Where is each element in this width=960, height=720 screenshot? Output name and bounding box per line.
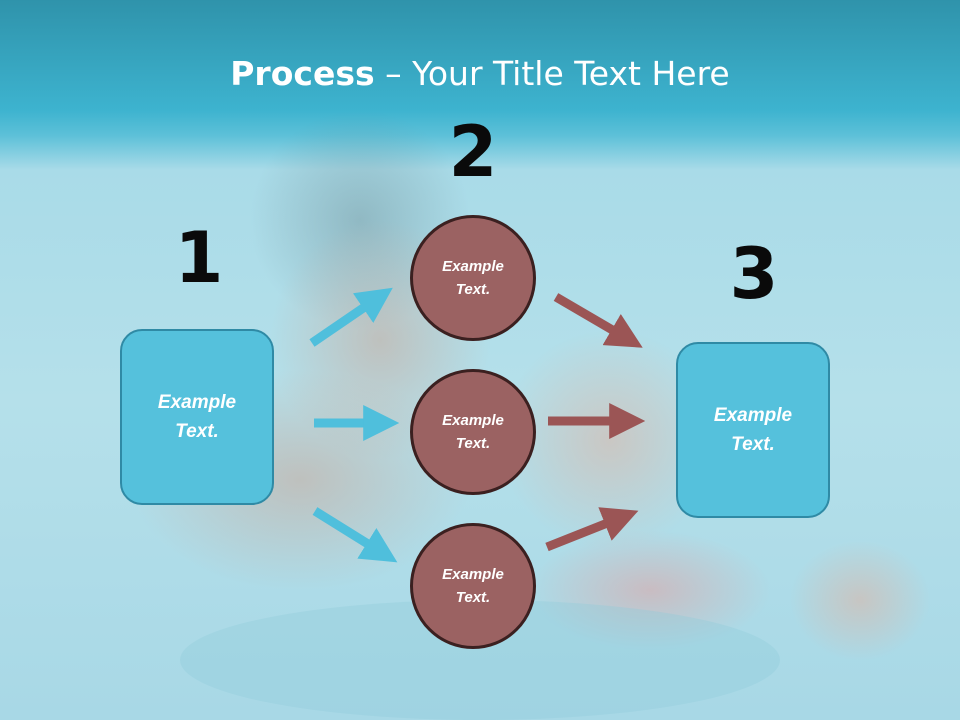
circle-1-label-line2: Text.	[455, 281, 491, 298]
circle-2-label-line1: Example	[442, 412, 504, 429]
step-3-label-line1: Example	[713, 405, 793, 426]
step-number-2: 2	[448, 111, 498, 193]
title-rest: – Your Title Text Here	[374, 54, 730, 93]
title-bold: Process	[230, 54, 375, 93]
step-3-label-line2: Text.	[731, 434, 775, 455]
circle-2-label-line2: Text.	[455, 435, 491, 452]
slide-title: Process – Your Title Text Here	[0, 52, 960, 96]
circle-3-label-line1: Example	[442, 566, 504, 583]
step-number-1: 1	[174, 217, 224, 299]
step-1-label-line2: Text.	[175, 421, 219, 442]
circle-1-label-line1: Example	[442, 258, 504, 275]
step-number-3: 3	[729, 233, 779, 315]
step-1-label-line1: Example	[157, 392, 237, 413]
circle-3-label-line2: Text.	[455, 589, 491, 606]
